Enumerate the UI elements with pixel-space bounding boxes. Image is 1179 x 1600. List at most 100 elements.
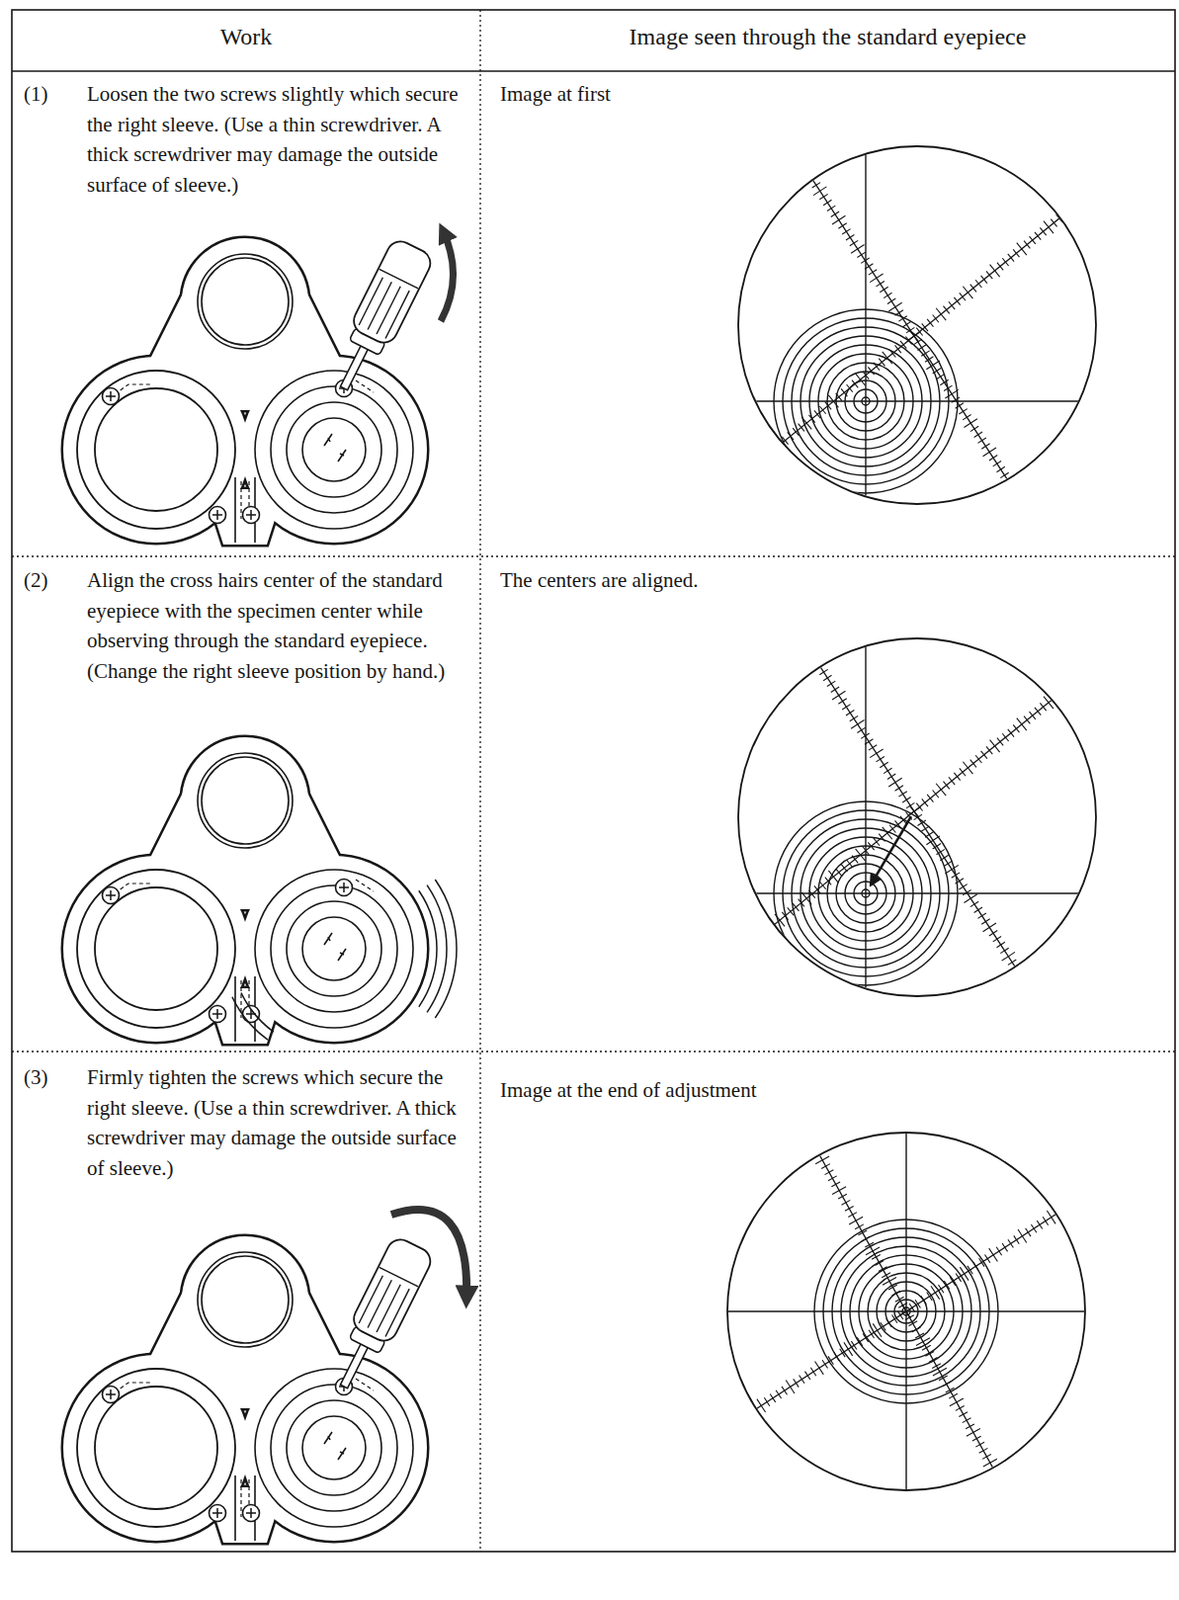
step-number: (3)	[23, 1062, 76, 1094]
top-port-ring	[197, 253, 293, 349]
screw-outline	[243, 1006, 260, 1023]
housing-outline	[124, 782, 366, 910]
scale-line	[605, 1116, 1179, 1507]
scale-line	[636, 586, 1179, 1037]
screw-outline	[209, 506, 227, 524]
handle-band	[379, 1266, 419, 1287]
right-eyepiece-ring	[254, 1368, 414, 1527]
specimen-ring	[853, 389, 878, 414]
eyepiece-sleeve-illustration	[63, 737, 457, 1044]
eyepiece-view	[631, 31, 1179, 641]
instruction-text: Firmly tighten the screws which secure t…	[86, 1062, 475, 1183]
eyepiece-field	[631, 31, 1179, 641]
screw-head	[243, 506, 260, 524]
housing-outline	[205, 489, 285, 545]
screw-head	[102, 388, 120, 406]
specimen-ring	[773, 309, 958, 494]
handle-groove	[376, 1284, 401, 1333]
rotation-arrow	[391, 1209, 467, 1300]
housing-outline	[205, 988, 285, 1044]
left-eyepiece-ring	[94, 1386, 218, 1510]
right-eyepiece-ring	[270, 1384, 398, 1512]
handle-groove	[367, 281, 392, 330]
eyepiece-sleeve-illustration	[63, 230, 454, 545]
screw-slot	[105, 391, 116, 402]
specimen-ring	[827, 362, 905, 440]
screwdriver	[323, 1235, 435, 1398]
handle-groove	[376, 286, 401, 335]
right-eyepiece-ring	[302, 917, 366, 981]
specimen-ring	[818, 845, 914, 941]
specimen-ring	[836, 371, 896, 431]
specimen-ring	[861, 889, 870, 898]
left-eyepiece-ring	[94, 887, 218, 1011]
screw-slot	[212, 509, 223, 520]
screwdriver-handle	[348, 1235, 435, 1347]
specimen-ring	[861, 397, 870, 406]
scale-ticks	[631, 105, 1179, 567]
header-rule	[11, 70, 1176, 72]
scale-ticks	[601, 1111, 1179, 1513]
screw-slot	[246, 509, 256, 520]
handle-groove	[385, 1288, 410, 1337]
alignment-arrow	[870, 816, 912, 885]
right-eyepiece-ring	[302, 1416, 366, 1480]
scale-ticks	[631, 581, 1179, 1042]
motion-line	[232, 997, 268, 1040]
screw-outline	[102, 887, 120, 905]
left-eyepiece-ring	[77, 1368, 236, 1527]
instruction-text: Loosen the two screws slightly which sec…	[86, 79, 475, 200]
specimen-ring	[827, 854, 905, 932]
rotation-arrow	[440, 230, 454, 322]
housing-outline	[205, 489, 285, 545]
screw-outline	[243, 1505, 260, 1522]
screw-outline	[209, 1505, 227, 1522]
housing-outline	[124, 782, 366, 910]
housing-outline	[124, 1281, 366, 1409]
right-eyepiece-ring	[254, 869, 414, 1028]
scale-line	[636, 110, 1179, 562]
left-eyepiece-ring	[94, 388, 218, 511]
specimen-ring	[791, 327, 940, 476]
scale-ticks	[727, 994, 1086, 1600]
image-caption: Image at the end of adjustment	[500, 1075, 916, 1106]
specimen-ring	[782, 810, 949, 977]
screw-head	[209, 1006, 227, 1023]
column-divider	[479, 9, 481, 1552]
screw-head	[243, 1006, 260, 1023]
specimen-ring	[800, 336, 931, 467]
hidden-edge	[114, 1378, 374, 1517]
image-caption: The centers are aligned.	[500, 565, 896, 596]
screw-head	[243, 1505, 260, 1522]
specimen-ring	[809, 344, 923, 458]
motion-line	[434, 879, 457, 1018]
motion-line	[419, 890, 437, 1007]
top-port-ring	[201, 1256, 289, 1344]
eyepiece-view	[631, 506, 1179, 1116]
screw-slot	[246, 1508, 256, 1518]
specimen-mark	[324, 932, 346, 961]
screw-outline	[102, 388, 120, 406]
handle-groove	[385, 290, 410, 338]
screw-slot	[212, 1508, 223, 1518]
screwdriver	[323, 237, 435, 400]
top-port-ring	[197, 1252, 293, 1348]
table-grid	[11, 9, 1176, 1552]
screw-slot	[105, 1389, 116, 1400]
specimen-ring	[853, 881, 878, 906]
scale-line	[732, 998, 1080, 1600]
housing-outline	[124, 283, 366, 411]
handle-groove	[358, 277, 383, 326]
screwdriver-shaft	[339, 1340, 370, 1388]
image-caption: Image at first	[500, 79, 896, 110]
screwdriver-handle	[348, 237, 435, 348]
top-port-ring	[197, 753, 293, 848]
row-divider	[11, 1050, 1176, 1052]
column-header: Work	[11, 21, 481, 52]
screw-outline	[209, 1006, 227, 1023]
field-stop	[738, 146, 1096, 505]
specimen-ring	[782, 318, 949, 485]
specimen-ring	[818, 353, 914, 449]
motion-line	[426, 885, 447, 1013]
